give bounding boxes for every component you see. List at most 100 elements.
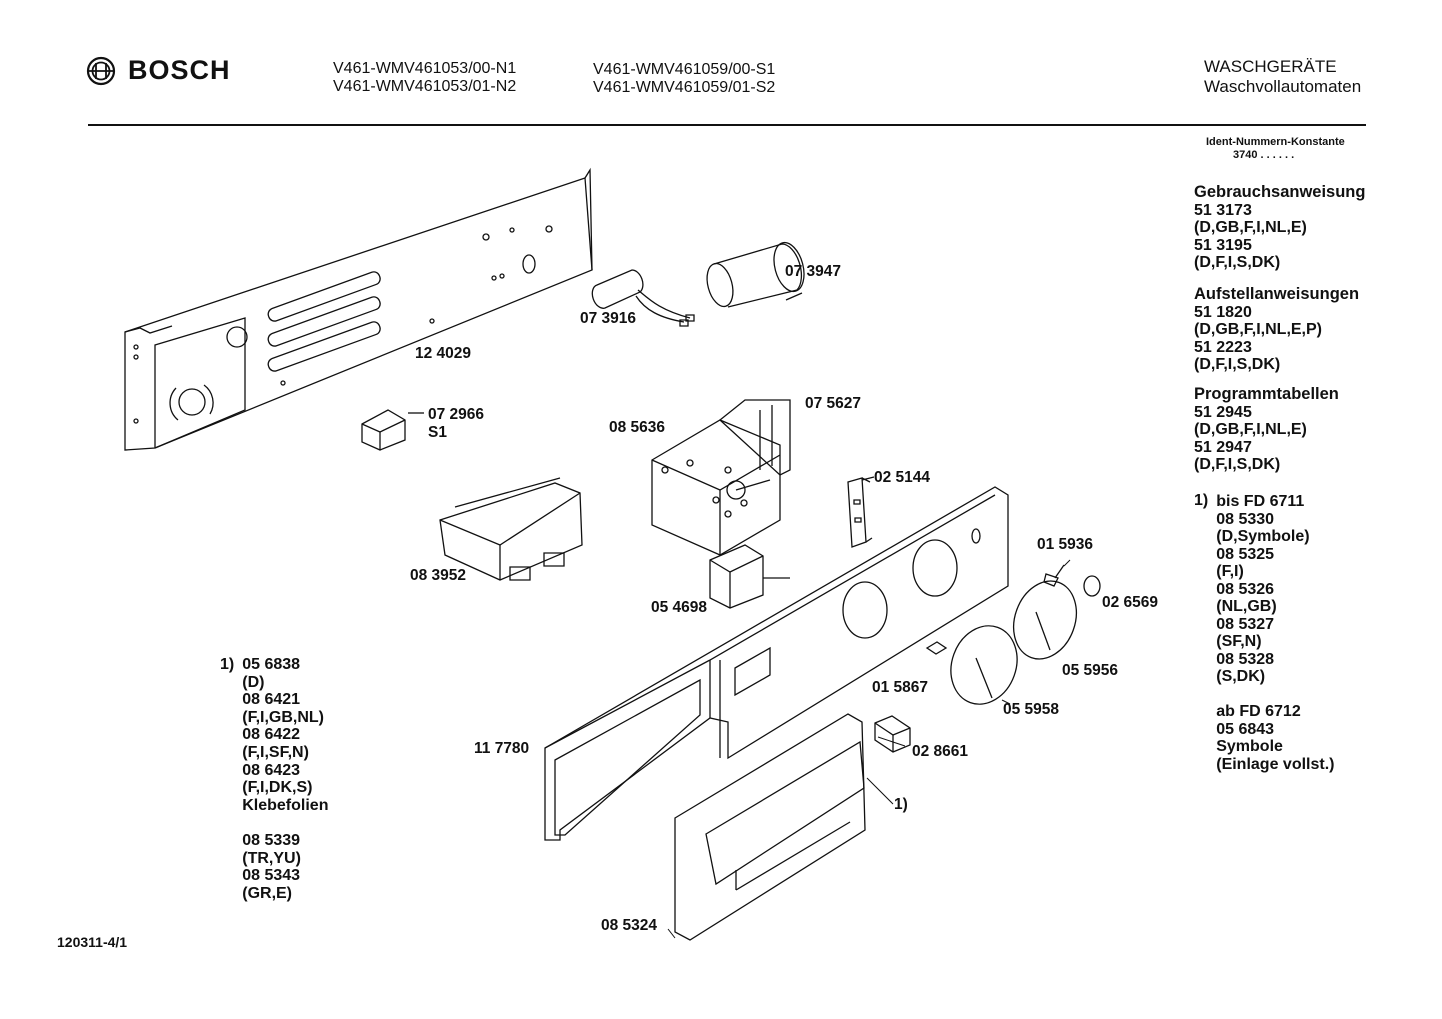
note-line: (Einlage vollst.): [1216, 755, 1335, 773]
leader-lines: [668, 560, 1070, 938]
part-line: (D,GB,F,I,NL,E): [1194, 219, 1307, 236]
note-line: 08 5330: [1216, 510, 1275, 528]
part-line: (D,F,I,S,DK): [1194, 254, 1281, 271]
callout-075627: 07 5627: [805, 395, 862, 412]
note-line: 05 6838: [242, 656, 301, 673]
callout-028661: 02 8661: [912, 743, 969, 760]
note-line: (F,I,SF,N): [242, 743, 309, 761]
part-line: (D,F,I,S,DK): [1194, 356, 1281, 373]
note-line: 08 5328: [1216, 650, 1275, 668]
knob-055958-part: [940, 616, 1028, 713]
note-line: bis FD 6711: [1216, 493, 1305, 510]
note-line: 05 6843: [1216, 720, 1275, 738]
note-line: (F,I,DK,S): [242, 779, 313, 797]
callout-083952: 08 3952: [410, 567, 467, 584]
knob-055956-part: [1003, 572, 1087, 668]
callout-055958: 05 5958: [1003, 701, 1060, 718]
callout-ref1: 1): [894, 796, 908, 813]
part-line: 51 3173: [1194, 201, 1252, 219]
switch-part: [362, 410, 424, 450]
note-line: 08 5326: [1216, 580, 1275, 598]
button-015867-part: [927, 642, 946, 654]
capacitor-small-part: [592, 270, 694, 326]
callout-072966: 07 2966: [428, 406, 485, 423]
section-heading: Programmtabellen: [1194, 385, 1339, 403]
callout-124029: 12 4029: [415, 345, 472, 362]
ident-label: Ident-Nummern-Konstante: [1206, 136, 1345, 148]
model-code: V461-WMV461053/00-N1: [333, 60, 517, 77]
category-title: WASCHGERÄTE: [1204, 57, 1337, 76]
part-line: 51 1820: [1194, 303, 1252, 321]
washer-026569-part: [1084, 576, 1100, 596]
model-code: V461-WMV461059/01-S2: [593, 79, 776, 96]
bosch-armature-icon: [86, 56, 116, 85]
callout-073916: 07 3916: [580, 310, 637, 327]
section-heading: Aufstellanweisungen: [1194, 285, 1360, 303]
front-panel-part: [545, 487, 1008, 840]
callout-073947: 07 3947: [785, 263, 842, 280]
timer-part: [652, 400, 790, 555]
footnote-1: 1) bis FD 6711 08 5330 (D,Symbole) 08 53…: [1194, 492, 1334, 773]
note-line: Symbole: [1216, 738, 1283, 755]
note-line: (F,I): [1216, 563, 1244, 580]
model-list-2: V461-WMV461059/00-S1 V461-WMV461059/01-S…: [593, 61, 775, 97]
callout-117780: 11 7780: [474, 740, 530, 757]
note-line: (SF,N): [1216, 633, 1262, 650]
part-line: 51 2947: [1194, 438, 1252, 456]
note-line: 08 6423: [242, 761, 301, 779]
pressure-switch-part: [440, 478, 582, 580]
note-line: 08 5325: [1216, 545, 1275, 563]
callout-085324: 08 5324: [601, 917, 658, 934]
ident-constant: Ident-Nummern-Konstante 3740 . . . . . .: [1206, 136, 1345, 162]
note-line: Klebefolien: [242, 796, 329, 814]
note-line: 08 5327: [1216, 615, 1275, 633]
selector-switch-part: [710, 545, 790, 608]
category-subtitle: Waschvollautomaten: [1204, 77, 1362, 96]
header-divider: [88, 124, 1366, 126]
brand-logo: BOSCH: [86, 55, 231, 86]
model-code: V461-WMV461059/00-S1: [593, 61, 776, 78]
section-aufstellanweisungen: Aufstellanweisungen 51 1820 (D,GB,F,I,NL…: [1194, 285, 1360, 374]
cap-028661-part: [875, 716, 910, 752]
callout-015936: 01 5936: [1037, 536, 1094, 553]
note-line: 08 5343: [242, 867, 301, 885]
callout-055956: 05 5956: [1062, 662, 1119, 679]
rear-panel-part: [125, 170, 592, 450]
detergent-drawer-part: [675, 714, 865, 940]
note-line: (S,DK): [1216, 668, 1266, 685]
section-heading: Gebrauchsanweisung: [1194, 183, 1366, 201]
appliance-category: WASCHGERÄTE Waschvollautomaten: [1204, 57, 1361, 97]
section-programmtabellen: Programmtabellen 51 2945 (D,GB,F,I,NL,E)…: [1194, 385, 1339, 474]
note-line: (NL,GB): [1216, 598, 1277, 615]
part-line: 51 2945: [1194, 403, 1252, 421]
model-code: V461-WMV461053/01-N2: [333, 78, 517, 95]
screw-015936-part: [1044, 565, 1064, 586]
callout-s1: S1: [428, 424, 447, 441]
brand-name: BOSCH: [128, 55, 231, 85]
part-line: (D,GB,F,I,NL,E,P): [1194, 321, 1322, 338]
note-line: (D): [242, 673, 265, 691]
note-line: (GR,E): [242, 884, 293, 902]
relay-part: [848, 477, 874, 547]
note-line: (F,I,GB,NL): [242, 708, 324, 726]
part-line: 51 3195: [1194, 236, 1252, 254]
note-line: 08 5339: [242, 831, 301, 849]
note-line: ab FD 6712: [1216, 703, 1301, 720]
callout-054698: 05 4698: [651, 599, 708, 616]
model-list-1: V461-WMV461053/00-N1 V461-WMV461053/01-N…: [333, 60, 516, 96]
section-gebrauchsanweisung: Gebrauchsanweisung 51 3173 (D,GB,F,I,NL,…: [1194, 183, 1366, 272]
callout-015867: 01 5867: [872, 679, 929, 696]
callout-026569: 02 6569: [1102, 594, 1159, 611]
drawing-code: 120311-4/1: [57, 934, 128, 950]
left-footnote: 1) 05 6838 (D) 08 6421 (F,I,GB,NL) 08 64…: [220, 656, 328, 902]
part-line: 51 2223: [1194, 338, 1252, 356]
ident-value: 3740 . . . . . .: [1233, 149, 1295, 161]
note-line: (D,Symbole): [1216, 528, 1310, 545]
note-line: 08 6421: [242, 691, 301, 709]
callout-085636: 08 5636: [609, 419, 666, 436]
part-line: (D,F,I,S,DK): [1194, 456, 1281, 473]
callout-025144: 02 5144: [874, 469, 931, 486]
note-line: 08 6422: [242, 726, 301, 744]
note-line: (TR,YU): [242, 849, 301, 867]
